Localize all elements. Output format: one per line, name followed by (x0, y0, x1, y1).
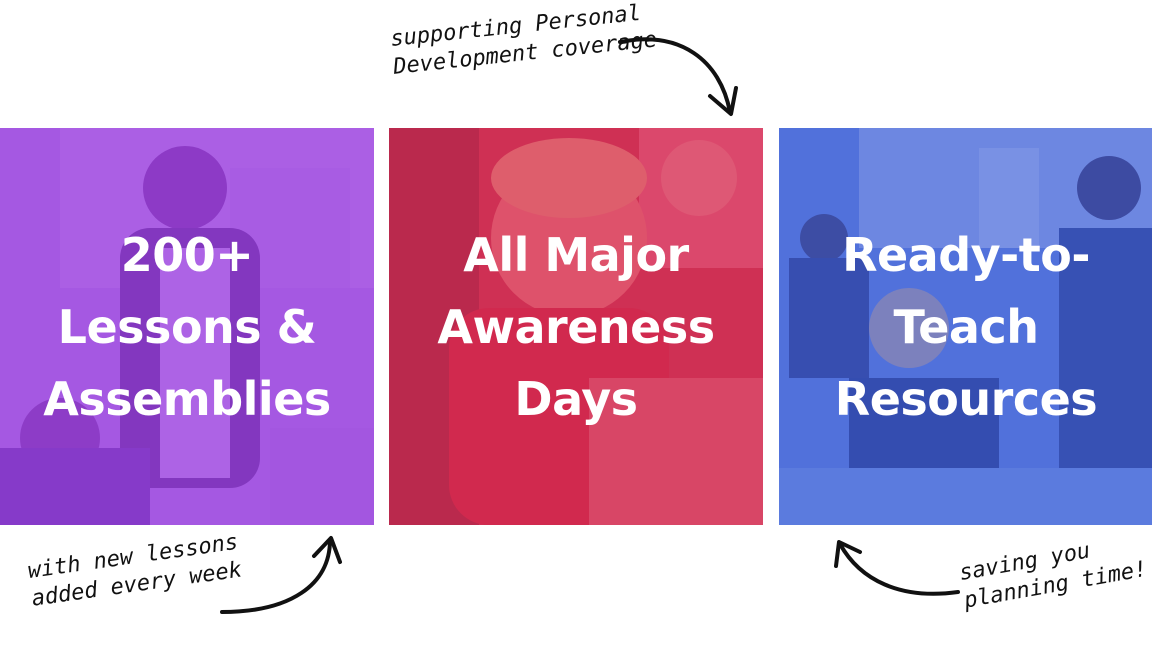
awareness-days-tile: All Major Awareness Days (389, 128, 763, 525)
new-lessons-note: with new lessons added every week (26, 529, 244, 612)
saving-time-note: saving you planning time! (957, 538, 1150, 614)
purple-overlay (0, 128, 374, 525)
bottom-right-arrow-icon (834, 540, 960, 596)
lessons-assemblies-heading: 200+ Lessons & Assemblies (43, 227, 331, 426)
red-overlay (389, 128, 763, 525)
blue-overlay (779, 128, 1152, 525)
ready-to-teach-heading: Ready-to- Teach Resources (834, 227, 1098, 426)
ready-to-teach-tile: Ready-to- Teach Resources (779, 128, 1152, 525)
personal-development-note: supporting Personal Development coverage (389, 0, 659, 80)
lessons-assemblies-tile: 200+ Lessons & Assemblies (0, 128, 374, 525)
awareness-days-heading: All Major Awareness Days (437, 227, 715, 426)
